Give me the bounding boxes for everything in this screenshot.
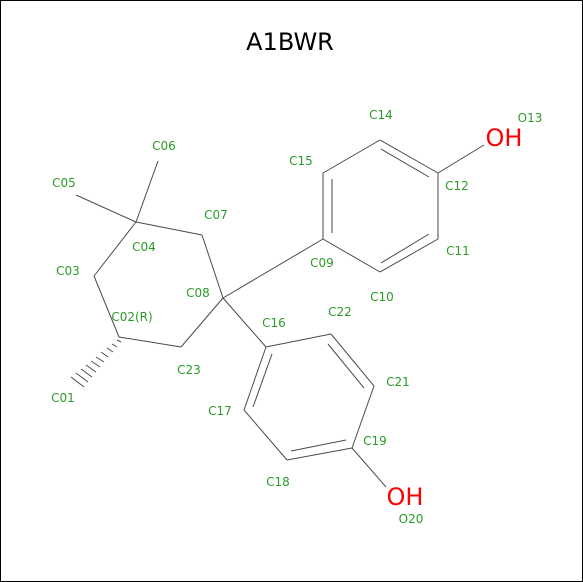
- atom-label-c06: C06: [152, 139, 176, 153]
- bond-layer: [70, 139, 485, 488]
- bond-c02-c03: [93, 275, 120, 338]
- bond-c04-c06: [135, 160, 159, 223]
- atom-label-c23: C23: [177, 363, 201, 377]
- bond-c11-c10: [379, 238, 439, 273]
- bond-c08-c09: [222, 238, 324, 299]
- bond-c14-c12-inner: [380, 148, 430, 178]
- bond-c08-c23: [180, 297, 224, 348]
- bond-c23-c02: [118, 336, 182, 348]
- bond-c08-c16: [222, 297, 267, 348]
- atom-label-o20: O20: [399, 512, 424, 526]
- bond-c07-c08: [201, 234, 224, 299]
- bond-c03-c04: [93, 221, 137, 277]
- atom-label-c07: C07: [204, 208, 228, 222]
- atom-label-c19: C19: [363, 434, 387, 448]
- bond-c11-c10-inner: [380, 233, 430, 264]
- atom-label-c16: C16: [262, 316, 286, 330]
- hydroxyl-label-o13: OH: [486, 124, 523, 152]
- bond-c22-c21-inner: [327, 343, 365, 389]
- bond-c15-c14: [322, 139, 381, 174]
- atom-label-c12: C12: [445, 179, 469, 193]
- hashed-wedge-c02-c01: [70, 339, 122, 388]
- molecule-title: A1BWR: [246, 28, 334, 56]
- atom-label-c02: C02(R): [111, 310, 152, 324]
- bond-c22-c21: [330, 333, 375, 387]
- bond-c18-c17: [243, 409, 288, 461]
- bond-c19-c18-inner: [290, 439, 347, 452]
- atom-label-c11: C11: [446, 244, 470, 258]
- atom-label-c09: C09: [310, 256, 334, 270]
- bond-c10-c09: [322, 238, 381, 273]
- hydroxyl-label-o20: OH: [387, 483, 424, 511]
- atom-label-c17: C17: [208, 404, 232, 418]
- bond-c17-c16-inner: [252, 353, 273, 408]
- atom-label-c22: C22: [328, 305, 352, 319]
- atom-label-c04: C04: [132, 240, 156, 254]
- bond-c16-c22: [265, 333, 332, 348]
- atom-label-c18: C18: [266, 475, 290, 489]
- atom-label-layer: C01 C02(R) C03 C04 C05 C06 C07 C08 C09 C…: [51, 108, 542, 526]
- atom-label-c10: C10: [370, 290, 394, 304]
- atom-label-c21: C21: [386, 375, 410, 389]
- bond-c17-c16: [243, 346, 267, 411]
- bond-c19-c18: [286, 447, 353, 461]
- atom-label-c08: C08: [186, 286, 210, 300]
- bond-c14-c12: [379, 139, 439, 174]
- bond-c12-o13: [437, 144, 485, 174]
- bond-c19-o20: [351, 447, 387, 488]
- bond-c04-c07: [135, 221, 203, 236]
- atom-label-c05: C05: [52, 176, 76, 190]
- atom-label-o13: O13: [518, 111, 543, 125]
- atom-label-c03: C03: [56, 264, 80, 278]
- atom-label-c01: C01: [51, 391, 75, 405]
- atom-label-c15: C15: [289, 154, 313, 168]
- atom-label-c14: C14: [369, 108, 393, 122]
- bond-c21-c19: [351, 385, 375, 449]
- bond-c04-c05: [75, 194, 137, 223]
